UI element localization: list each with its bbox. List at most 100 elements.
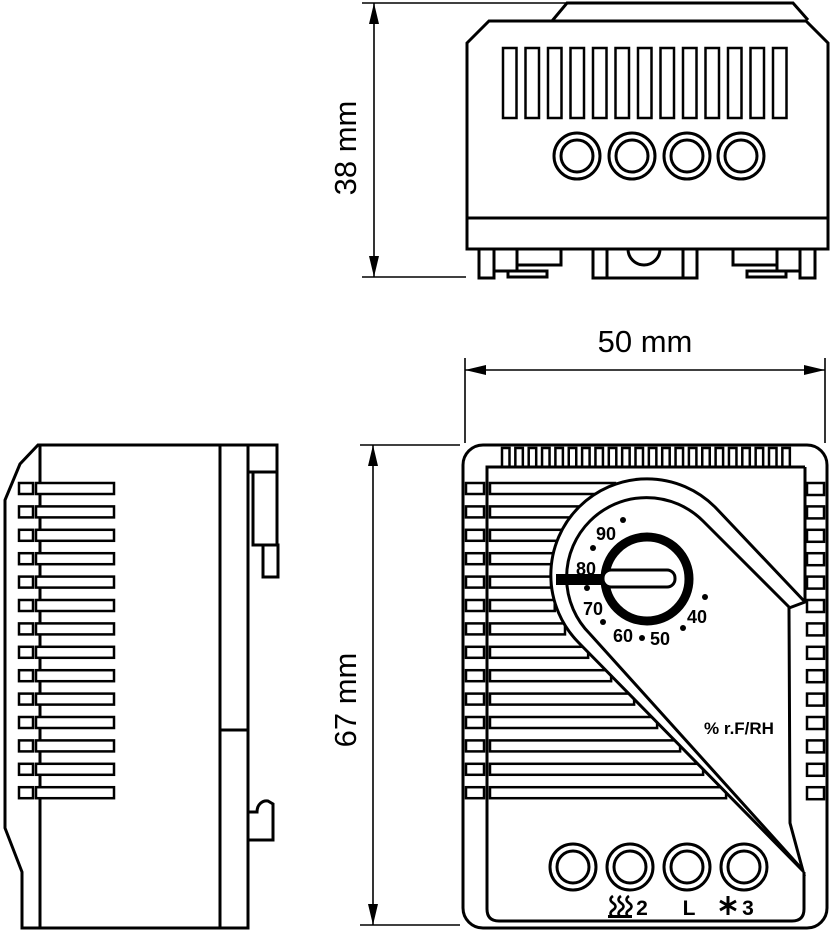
vent-tooth <box>594 446 605 469</box>
vent-slot <box>805 505 826 520</box>
louver-cap <box>464 575 486 589</box>
vent-tooth <box>514 446 525 469</box>
louver-cap <box>17 481 35 496</box>
vent-slot <box>771 46 788 120</box>
louver-slat <box>488 622 567 636</box>
louver-cap <box>17 645 35 660</box>
louver-slat <box>488 645 590 660</box>
louver-slat <box>488 715 659 730</box>
louver-slat <box>488 785 728 800</box>
louver-slat <box>34 481 116 496</box>
vent-tooth <box>714 446 725 469</box>
vent-slot <box>501 46 518 120</box>
vent-slot <box>805 622 826 637</box>
louver-slat <box>488 598 556 613</box>
vent-tooth <box>781 446 792 469</box>
top-view-front-cover-edge <box>550 1 810 22</box>
vent-tooth <box>567 446 578 469</box>
vent-slot <box>614 46 631 120</box>
vent-slot <box>805 692 826 707</box>
louver-cap <box>464 528 486 543</box>
fan-asterisk-icon <box>719 896 737 915</box>
terminal-label-L: L <box>683 897 696 920</box>
vent-slot <box>805 598 826 614</box>
louver-cap <box>17 575 35 589</box>
vent-tooth <box>674 446 685 469</box>
vent-slot <box>726 46 743 120</box>
side-view <box>3 443 280 930</box>
vent-tooth <box>727 446 738 469</box>
vent-slot <box>749 46 766 120</box>
louver-slat <box>488 739 682 753</box>
louver-slat <box>488 762 705 777</box>
louver-slat <box>488 692 636 706</box>
side-vent-louvers <box>17 481 116 800</box>
louver-cap <box>17 762 35 777</box>
setting-knob[interactable] <box>556 532 694 626</box>
heating-waves-icon <box>608 894 633 919</box>
vent-tooth <box>741 446 752 469</box>
louver-cap <box>464 668 486 683</box>
dimension-50mm: 50 mm <box>464 324 826 443</box>
louver-slat <box>34 575 116 589</box>
vent-slot <box>805 739 826 754</box>
vent-tooth <box>687 446 698 469</box>
front-terminal-screws <box>548 842 769 892</box>
vent-slot <box>591 46 608 120</box>
louver-cap <box>17 668 35 683</box>
dial-tick-dots <box>584 517 708 641</box>
louver-slat <box>34 598 116 613</box>
louver-cap <box>464 739 486 753</box>
vent-tooth <box>647 446 658 469</box>
dim-label-67mm: 67 mm <box>328 653 363 748</box>
dim-label-50mm: 50 mm <box>598 324 693 359</box>
front-inner-panel <box>485 465 806 923</box>
vent-slot <box>805 528 826 544</box>
vent-slot <box>636 46 653 120</box>
vent-slot <box>524 46 541 120</box>
vent-tooth <box>527 446 538 469</box>
dial-tick-40: 40 <box>687 607 707 627</box>
vent-slot <box>805 785 826 801</box>
dial-unit-label: % r.F/RH <box>704 719 774 738</box>
dial-tick-50: 50 <box>650 629 670 649</box>
louver-cap <box>464 481 486 496</box>
din-rail-clips <box>477 247 817 280</box>
louver-cap <box>464 551 486 566</box>
dial-tick-70: 70 <box>583 599 603 619</box>
dial-tick-90: 90 <box>596 524 616 544</box>
dim-label-38mm: 38 mm <box>328 101 363 196</box>
louver-cap <box>464 692 486 706</box>
knob-slot <box>601 568 677 589</box>
louver-cap <box>17 551 35 566</box>
louver-slat <box>488 551 555 566</box>
louver-cap <box>17 715 35 730</box>
top-view-base-plate <box>465 216 830 251</box>
vent-slot <box>546 46 563 120</box>
vent-slot <box>805 575 826 590</box>
vent-slot <box>805 715 826 731</box>
vent-slot <box>805 481 826 497</box>
terminal-label-3: 3 <box>742 897 754 920</box>
vent-slot <box>805 551 826 567</box>
vent-tooth <box>620 446 631 469</box>
louver-slat <box>34 668 116 683</box>
louver-cap <box>464 762 486 777</box>
vent-slot <box>569 46 586 120</box>
front-right-vent-slots <box>805 481 826 801</box>
louver-slat <box>488 668 613 683</box>
front-top-vent-teeth <box>500 446 792 469</box>
side-view-body <box>3 443 250 930</box>
louver-cap <box>17 739 35 753</box>
louver-cap <box>464 785 486 800</box>
terminal-labels: 2 L 3 <box>608 894 754 920</box>
louver-cap <box>464 505 486 519</box>
louver-slat <box>34 692 116 706</box>
louver-slat <box>34 551 116 566</box>
front-view: 90 80 70 60 50 40 % r.F/RH <box>461 443 829 930</box>
side-din-latch-hook <box>246 799 275 842</box>
louver-slat <box>34 762 116 777</box>
louver-slat <box>34 622 116 636</box>
vent-tooth <box>660 446 671 469</box>
